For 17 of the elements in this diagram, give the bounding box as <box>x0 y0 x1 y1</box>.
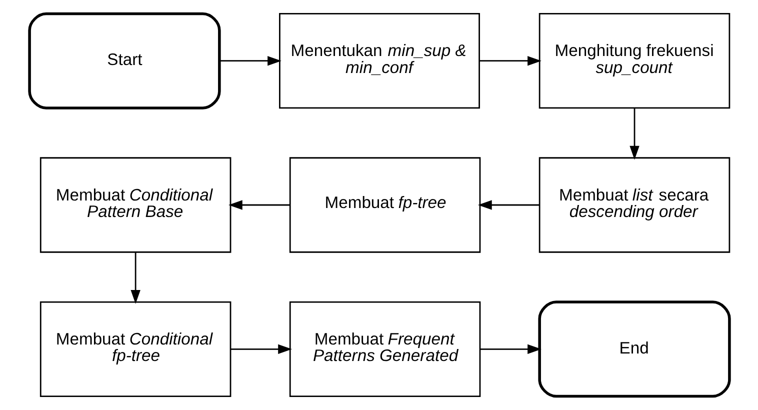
node-box: Menentukan min_sup & min_conf <box>278 13 480 109</box>
node-box: Membuat list secara descending order <box>538 157 730 253</box>
node-box: Menghitung frekuensi sup_count <box>538 13 730 109</box>
node-box: Membuat fp-tree <box>288 157 480 253</box>
arrow <box>218 56 281 66</box>
arrow <box>228 200 290 210</box>
arrow <box>130 252 140 304</box>
arrow <box>477 200 539 210</box>
arrow <box>479 56 541 66</box>
node-box: Membuat Conditional fp-tree <box>39 301 231 397</box>
arrow <box>480 344 541 354</box>
node-box: Membuat Conditional Pattern Base <box>39 157 231 253</box>
node-box: Membuat Frequent Patterns Generated <box>288 301 480 397</box>
node-box: Start <box>28 12 220 110</box>
arrow <box>230 344 292 354</box>
node-box: End <box>538 300 730 398</box>
arrow <box>629 108 639 160</box>
